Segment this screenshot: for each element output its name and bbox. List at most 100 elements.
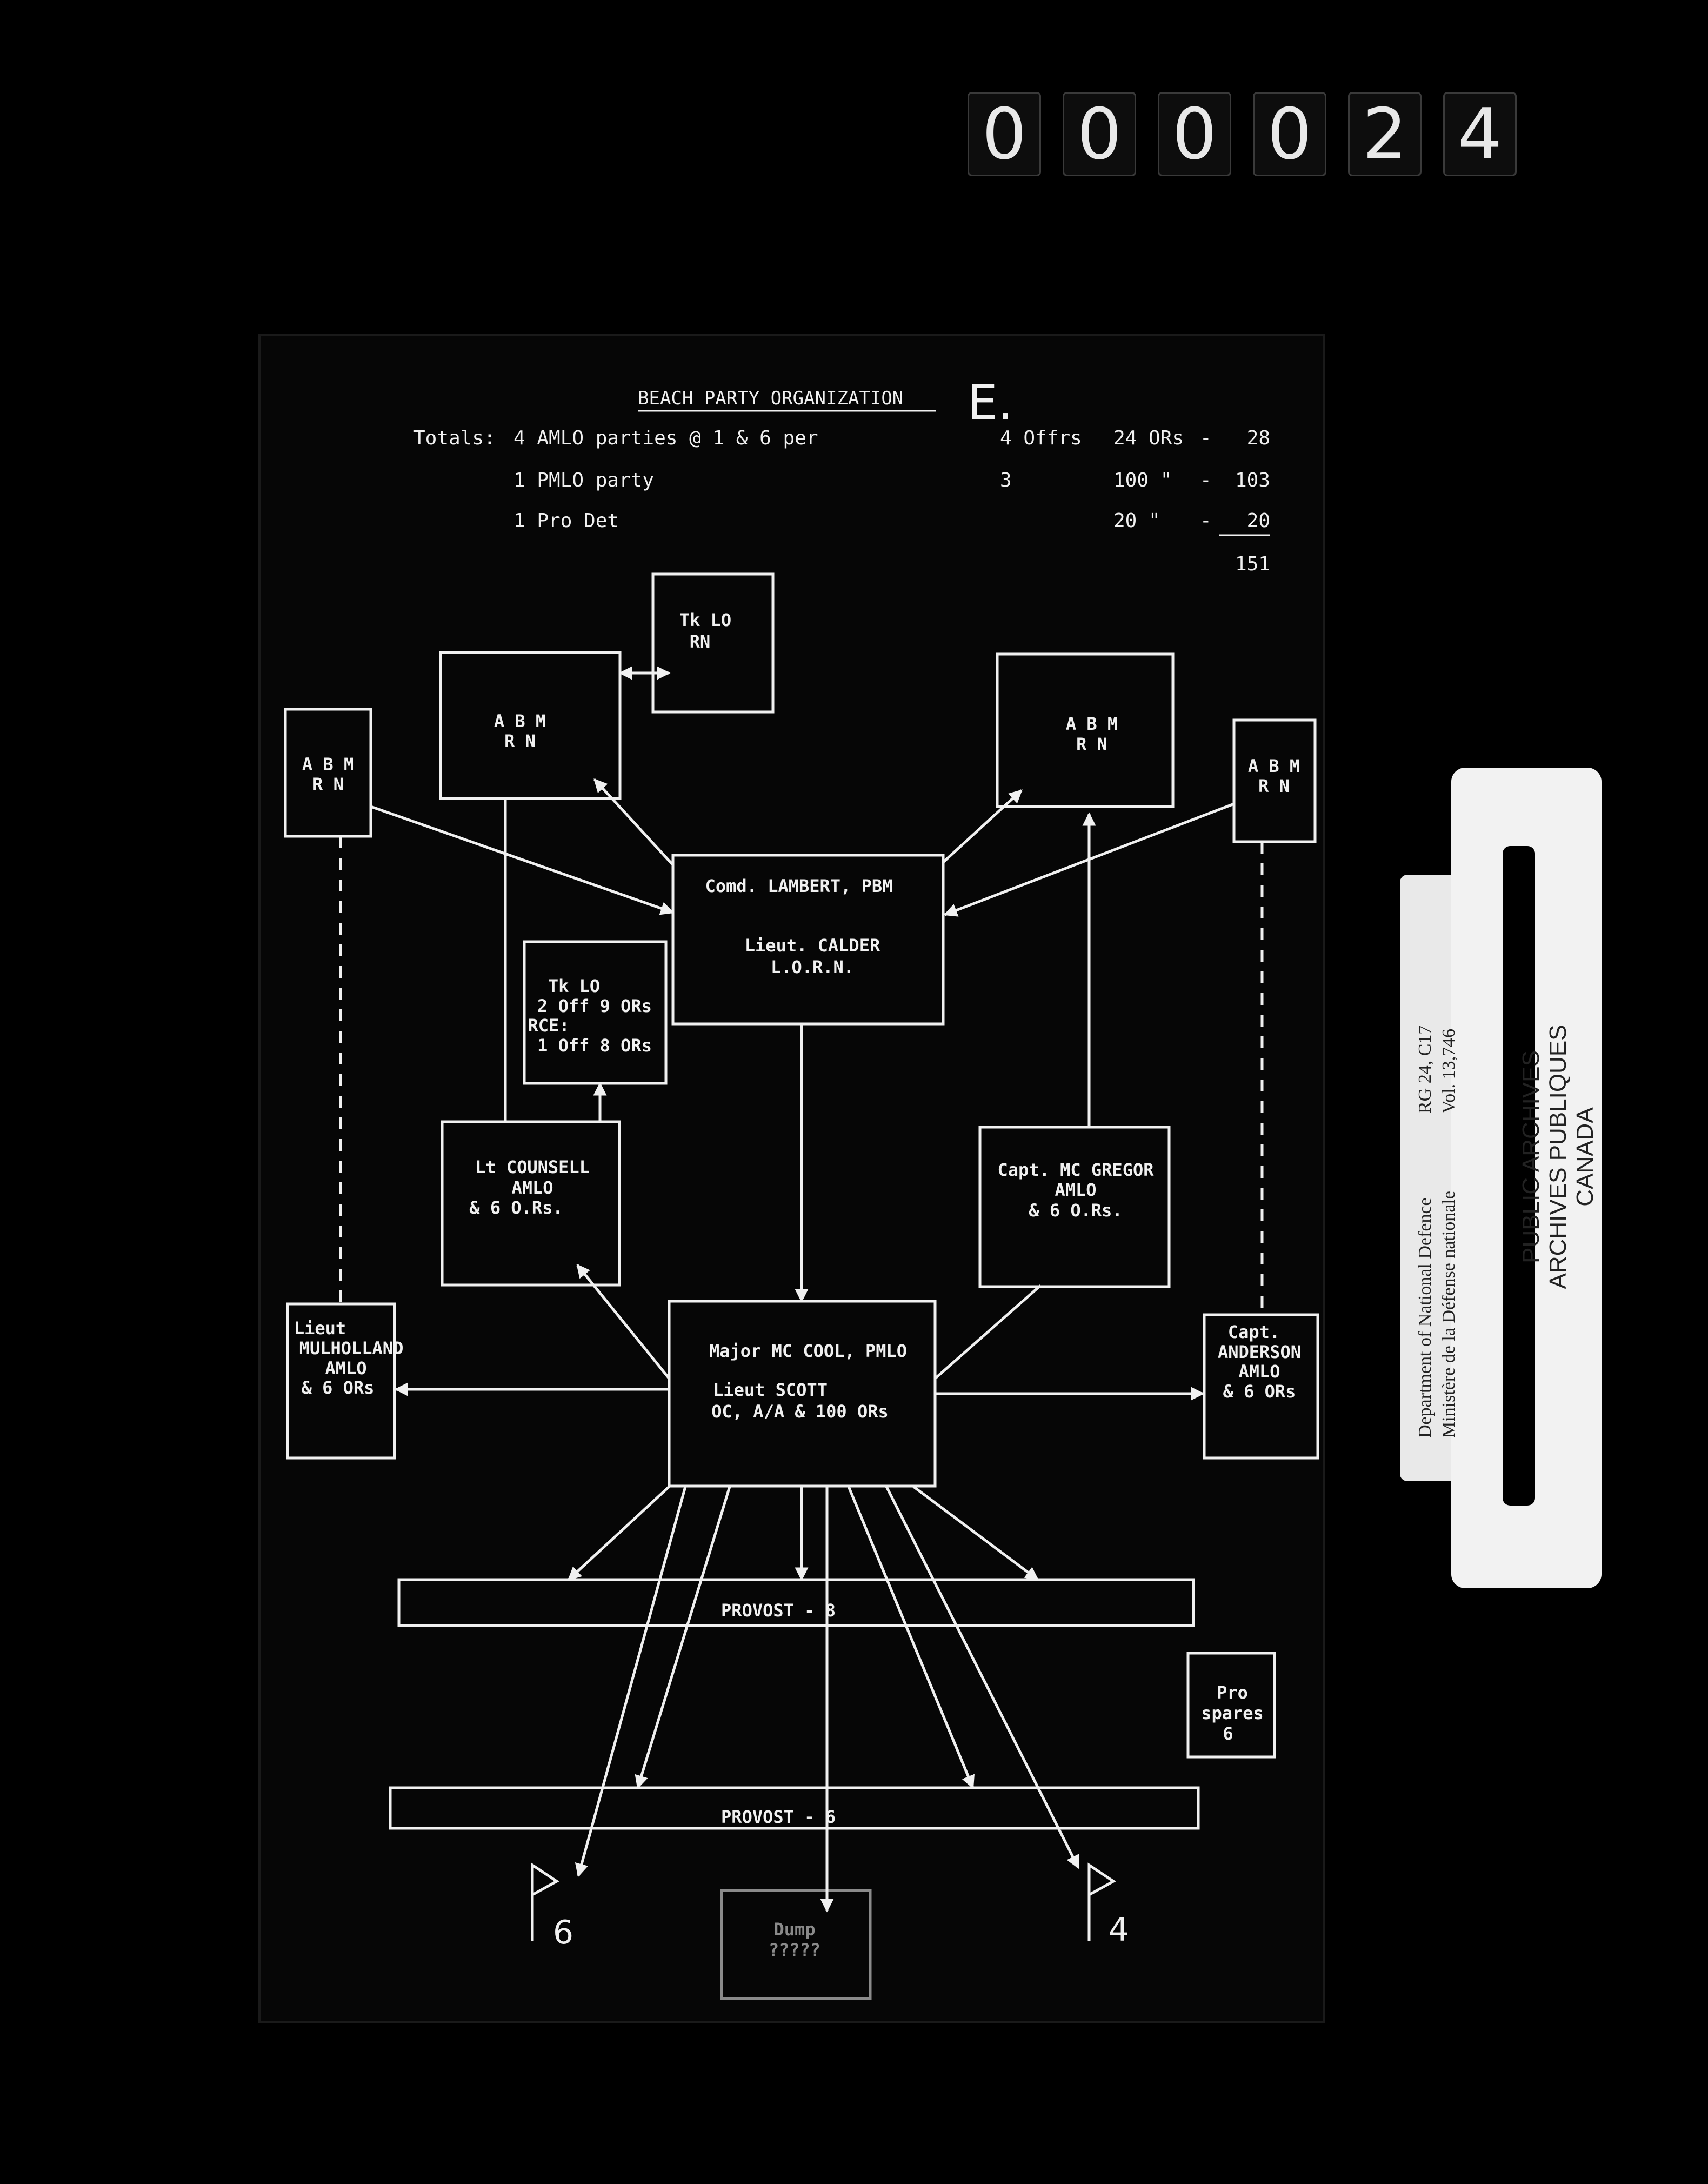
annex-mark: E. <box>968 375 1013 430</box>
node-pro-spares-line: 6 <box>1223 1723 1233 1744</box>
node-mcgregor-box <box>978 1126 1171 1288</box>
archive-name-en: PUBLIC ARCHIVES <box>1518 1050 1544 1263</box>
node-abm-outer-left-line: A B M <box>302 754 354 775</box>
fan-arrow <box>847 1486 975 1789</box>
totals-offrs: 3 <box>1000 469 1012 491</box>
frame-digit: 0 <box>1063 92 1136 176</box>
totals-dash: - <box>1200 427 1212 449</box>
beach-flag-left <box>531 1862 559 1941</box>
frame-counter: 0 0 0 0 2 4 <box>968 92 1517 176</box>
node-tk-lo-rn-line: Tk LO <box>679 610 731 630</box>
archive-dept-fr: Ministère de la Défense nationale <box>1439 1191 1459 1438</box>
archive-label-strip <box>1503 846 1535 1506</box>
node-mulholland-line: AMLO <box>325 1358 366 1379</box>
totals-ors: 20 " <box>1113 510 1160 532</box>
archive-ref-lines: RG 24, C17 Vol. 13,746 <box>1413 984 1461 1114</box>
totals-label: Totals: <box>413 427 496 449</box>
node-counsell-line: Lt COUNSELL <box>475 1157 590 1177</box>
node-mulholland-line: MULHOLLAND <box>299 1338 404 1359</box>
archive-name-lines: PUBLIC ARCHIVES ARCHIVES PUBLIQUES CANAD… <box>1518 1019 1599 1295</box>
node-abm-outer-right-line: A B M <box>1248 756 1300 776</box>
node-counsell-line: & 6 O.Rs. <box>469 1197 563 1218</box>
frame-digit: 0 <box>968 92 1041 176</box>
node-tk-lo-detail-line: 1 Off 8 ORs <box>537 1035 652 1056</box>
node-tk-lo-rn-box <box>651 572 775 714</box>
node-comd-line: Comd. LAMBERT, PBM <box>705 876 893 896</box>
connector-comd-to-abm-left <box>593 778 674 866</box>
totals-sum: 28 <box>1247 427 1270 449</box>
provost-upper-label: PROVOST - 8 <box>721 1600 836 1621</box>
totals-dash: - <box>1200 469 1212 491</box>
node-tk-lo-rn-line: RN <box>690 631 711 652</box>
node-abm-outer-left-box <box>284 708 372 838</box>
node-anderson-line: AMLO <box>1238 1361 1280 1382</box>
document-sheet <box>258 334 1325 2023</box>
beach-flag-right <box>1087 1862 1116 1941</box>
frame-digit: 0 <box>1158 92 1231 176</box>
node-bottom-line: ????? <box>769 1940 820 1960</box>
node-bottom-line: Dump <box>773 1919 815 1940</box>
archive-dept-en: Department of National Defence <box>1415 1197 1435 1438</box>
node-abm-outer-right-line: R N <box>1258 776 1290 796</box>
node-mcgregor-line: Capt. MC GREGOR <box>998 1160 1155 1180</box>
totals-offrs: 4 Offrs <box>1000 427 1082 449</box>
totals-dash: - <box>1200 510 1212 532</box>
archive-name-country: CANADA <box>1572 1107 1598 1207</box>
node-pro-spares-line: Pro <box>1217 1682 1248 1703</box>
frame-digit: 0 <box>1253 92 1326 176</box>
beach-flag-right-label: 4 <box>1109 1911 1129 1949</box>
frame-digit: 4 <box>1443 92 1517 176</box>
node-abm-outer-left-line: R N <box>312 774 344 795</box>
archive-name-fr: ARCHIVES PUBLIQUES <box>1545 1024 1571 1289</box>
node-anderson-line: Capt. <box>1228 1322 1280 1342</box>
node-comd-box <box>671 854 945 1026</box>
node-pro-spares-box <box>1186 1652 1276 1759</box>
node-tk-lo-detail-line: Tk LO <box>548 976 600 996</box>
fan-arrow <box>885 1486 1080 1869</box>
connector-mccool-to-counsell <box>576 1264 670 1380</box>
totals-sum: 20 <box>1247 510 1270 532</box>
totals-grand-total: 151 <box>1235 553 1270 575</box>
node-counsell-box <box>441 1120 621 1287</box>
beach-flag-left-label: 6 <box>553 1914 573 1952</box>
archive-ref-group: RG 24, C17 <box>1415 1025 1435 1114</box>
fan-arrow <box>575 1486 687 1877</box>
archive-ref-volume: Vol. 13,746 <box>1439 1028 1459 1114</box>
totals-desc: 4 AMLO parties @ 1 & 6 per <box>513 427 818 449</box>
node-mcgregor-line: AMLO <box>1055 1180 1096 1200</box>
fan-arrow <box>912 1485 1039 1581</box>
connector-mccool-to-mcgregor <box>934 1284 1042 1380</box>
fan-arrow <box>568 1486 670 1581</box>
node-anderson-line: ANDERSON <box>1218 1342 1301 1362</box>
frame-digit: 2 <box>1348 92 1422 176</box>
connector-comd-to-abm-right <box>942 789 1023 863</box>
node-mulholland-line: & 6 ORs <box>302 1377 375 1398</box>
node-tk-lo-detail-line: 2 Off 9 ORs <box>537 996 652 1016</box>
node-anderson-box <box>1203 1313 1319 1460</box>
node-abm-outer-right-box <box>1232 718 1317 843</box>
totals-ors: 24 ORs <box>1113 427 1184 449</box>
node-pro-spares-line: spares <box>1201 1703 1264 1723</box>
node-abm-left-box <box>439 651 622 800</box>
node-abm-right-line: R N <box>1076 734 1107 755</box>
fan-arrow <box>635 1486 731 1789</box>
provost-lower-label: PROVOST - 6 <box>721 1807 836 1827</box>
node-abm-right-line: A B M <box>1066 714 1118 734</box>
connector-outer-left-to-comd <box>370 805 675 915</box>
node-mccool-line: Lieut SCOTT <box>713 1380 828 1400</box>
node-abm-left-line: R N <box>504 731 536 751</box>
node-abm-left-line: A B M <box>494 711 546 731</box>
node-mulholland-line: Lieut <box>294 1318 346 1339</box>
node-mccool-line: Major MC COOL, PMLO <box>709 1341 907 1361</box>
node-mcgregor-line: & 6 O.Rs. <box>1029 1200 1122 1221</box>
totals-ors: 100 " <box>1113 469 1172 491</box>
totals-desc: 1 PMLO party <box>513 469 654 491</box>
totals-sum: 103 <box>1235 469 1270 491</box>
node-counsell-line: AMLO <box>511 1177 553 1198</box>
node-anderson-line: & 6 ORs <box>1223 1381 1296 1402</box>
node-comd-line: Lieut. CALDER <box>745 935 880 956</box>
node-mulholland-box <box>286 1302 396 1460</box>
node-bottom-box <box>720 1889 872 2000</box>
